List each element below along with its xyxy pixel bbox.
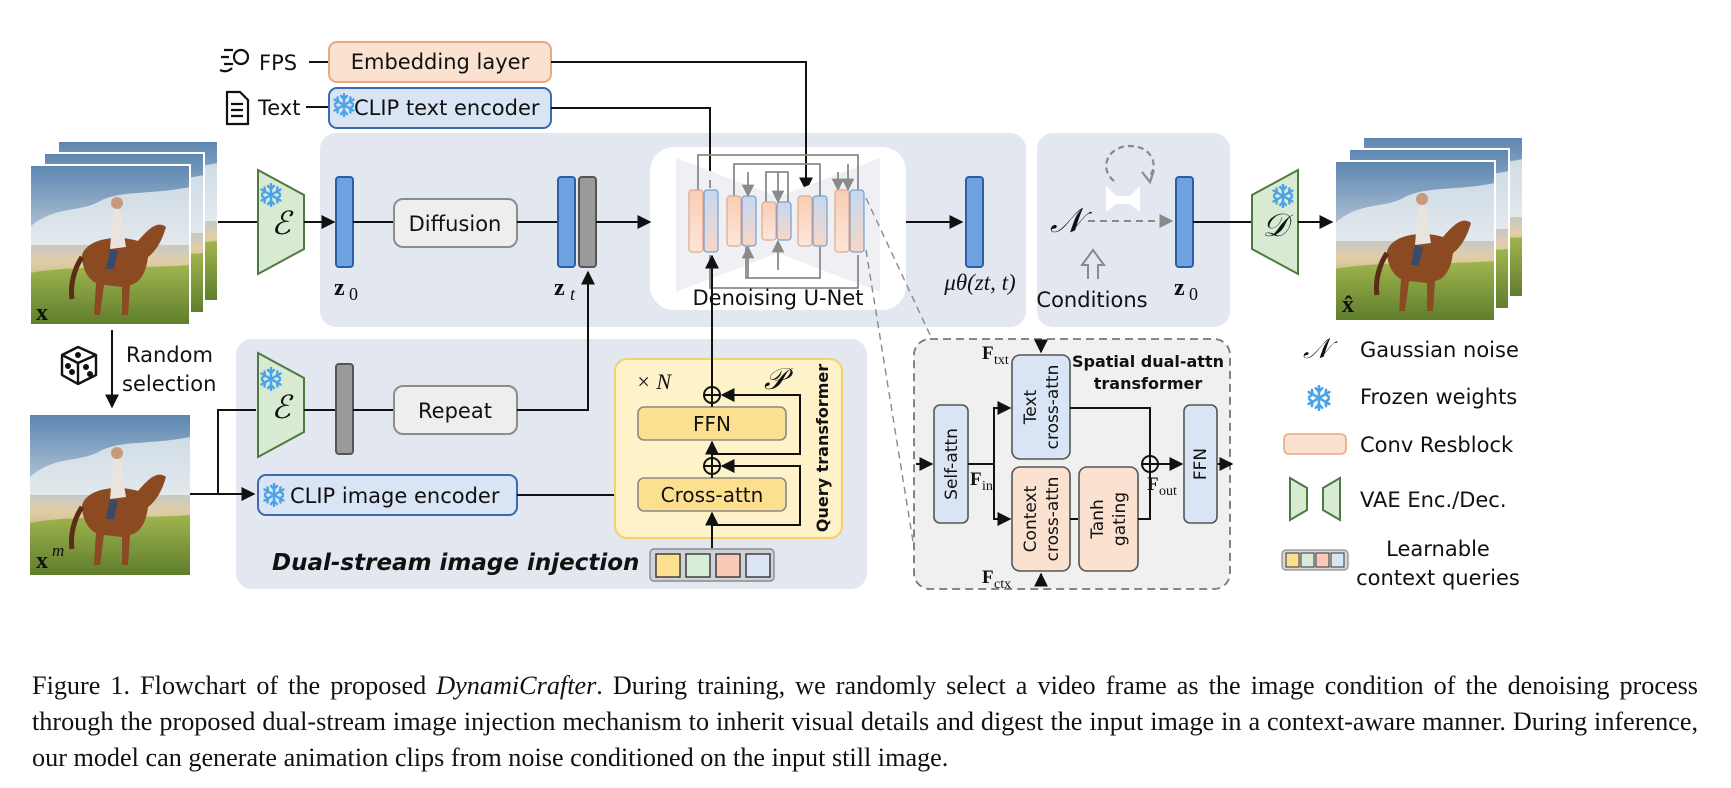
xm-superscript: m bbox=[52, 541, 64, 560]
cross-attn-label: Cross-attn bbox=[661, 483, 764, 507]
zt-latent-bar bbox=[557, 176, 576, 268]
ctx-cross-line1: Context bbox=[1021, 485, 1041, 552]
spatial-title-line2: transformer bbox=[1094, 374, 1203, 393]
legend-learnable-line2: context queries bbox=[1356, 566, 1520, 590]
legend-vae-label: VAE Enc./Dec. bbox=[1360, 488, 1507, 512]
vae-decoder bbox=[1251, 168, 1299, 276]
tanh-line2: gating bbox=[1110, 492, 1130, 546]
f-out-label: F bbox=[1147, 474, 1159, 495]
z0-inference-bar bbox=[1175, 176, 1194, 268]
z0-subscript: 0 bbox=[349, 284, 358, 304]
f-ctx-label: F bbox=[982, 567, 994, 588]
encoder-symbol-bottom: ℰ bbox=[271, 389, 294, 425]
legend-frozen-label: Frozen weights bbox=[1360, 385, 1517, 409]
output-video-frames bbox=[1334, 136, 1524, 322]
denoising-unet bbox=[676, 154, 880, 292]
spatial-title-line1: Spatial dual-attn bbox=[1072, 352, 1224, 371]
clip-image-encoder-label: CLIP image encoder bbox=[290, 484, 500, 508]
legend-conv-icon bbox=[1283, 433, 1347, 455]
caption-name: DynamiCrafter bbox=[436, 671, 597, 700]
legend-learnable-line1: Learnable bbox=[1386, 537, 1490, 561]
z0-label: z bbox=[334, 275, 345, 301]
x-label: x bbox=[36, 300, 48, 326]
repeat-label: Repeat bbox=[418, 399, 492, 423]
mu-label: μθ(zt, t) bbox=[943, 270, 1015, 295]
spatial-ffn-box bbox=[1183, 404, 1218, 524]
ctx-cross-line2: cross-attn bbox=[1043, 477, 1063, 562]
image-latent-bar bbox=[578, 176, 597, 268]
loop-icon bbox=[1105, 144, 1156, 212]
z0-inference-label: z bbox=[1174, 275, 1185, 301]
f-txt-subscript: txt bbox=[994, 353, 1009, 368]
zt-subscript: t bbox=[570, 284, 576, 304]
spatial-ffn-label: FFN bbox=[1191, 448, 1211, 480]
z0-inference-subscript: 0 bbox=[1189, 284, 1198, 304]
fps-icon bbox=[219, 48, 250, 73]
legend-vae-icon bbox=[1289, 476, 1341, 522]
learnable-query-tokens bbox=[649, 548, 775, 582]
dual-stream-title: Dual-stream image injection bbox=[272, 550, 639, 576]
random-selection-line2: selection bbox=[122, 372, 216, 396]
zt-label: z bbox=[554, 275, 565, 301]
text-cross-line2: cross-attn bbox=[1043, 365, 1063, 450]
dice-icon bbox=[60, 345, 98, 386]
image-latent-bar-lower bbox=[335, 363, 354, 455]
text-cross-line1: Text bbox=[1021, 389, 1041, 425]
fps-label: FPS bbox=[259, 51, 297, 75]
figure-caption: Figure 1. Flowchart of the proposed Dyna… bbox=[32, 668, 1698, 776]
text-document-icon bbox=[225, 90, 250, 126]
f-out-subscript: out bbox=[1159, 484, 1177, 499]
xhat-label: x̂ bbox=[1342, 292, 1354, 318]
dynamicrafter-flowchart: FPS Text Embedding layer CLIP text encod… bbox=[29, 41, 1524, 592]
legend-gaussian-label: Gaussian noise bbox=[1360, 338, 1519, 362]
legend-query-icon bbox=[1281, 549, 1349, 571]
xm-label: x bbox=[36, 548, 48, 574]
legend-snowflake-icon bbox=[1307, 385, 1331, 411]
f-in-label: F bbox=[970, 469, 982, 490]
text-label: Text bbox=[257, 96, 300, 120]
query-transformer-label: Query transformer bbox=[813, 364, 832, 532]
tanh-line1: Tanh bbox=[1088, 499, 1108, 540]
times-n-label: × N bbox=[636, 369, 672, 394]
caption-prefix: Figure 1. Flowchart of the proposed bbox=[32, 671, 437, 700]
legend-conv-label: Conv Resblock bbox=[1360, 433, 1514, 457]
input-video-frames bbox=[29, 140, 219, 326]
mu-latent-bar bbox=[965, 176, 984, 268]
clip-text-encoder-label: CLIP text encoder bbox=[354, 96, 540, 120]
caption-body: . During training, we randomly select a … bbox=[32, 671, 1698, 772]
embedding-layer-label: Embedding layer bbox=[351, 50, 530, 74]
diffusion-label: Diffusion bbox=[409, 212, 502, 236]
self-attn-label: Self-attn bbox=[942, 428, 962, 500]
f-txt-label: F bbox=[982, 343, 994, 364]
unet-label: Denoising U-Net bbox=[693, 286, 864, 310]
legend-noise-icon: 𝒩 bbox=[1303, 334, 1338, 365]
conditions-arrow-icon bbox=[1080, 248, 1106, 279]
random-selection-line1: Random bbox=[126, 343, 213, 367]
f-ctx-subscript: ctx bbox=[994, 577, 1011, 592]
f-in-subscript: in bbox=[982, 479, 993, 494]
encoder-symbol-top: ℰ bbox=[271, 205, 294, 241]
ffn-label: FFN bbox=[693, 412, 731, 436]
conditions-label: Conditions bbox=[1036, 288, 1147, 312]
z0-latent-bar bbox=[335, 176, 354, 268]
